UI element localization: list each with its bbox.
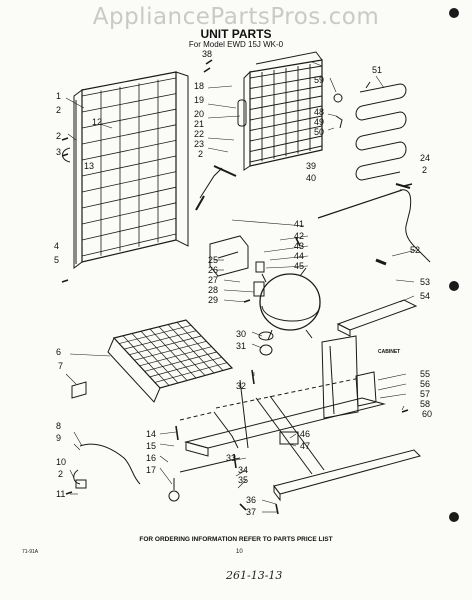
- cabinet-label: CABINET: [378, 349, 401, 355]
- callout-34: 34: [238, 465, 249, 475]
- callout-58: 58: [420, 399, 431, 409]
- drain-trough: [338, 300, 416, 336]
- callout-47: 47: [300, 441, 311, 451]
- callout-37: 37: [246, 507, 257, 517]
- callout-2: 2: [422, 165, 428, 175]
- callout-15: 15: [146, 441, 157, 451]
- callout-46: 46: [300, 429, 311, 439]
- callout-49: 49: [314, 117, 325, 127]
- callout-60: 60: [422, 409, 433, 419]
- callout-17: 17: [146, 465, 157, 475]
- callout-23: 23: [194, 139, 205, 149]
- callout-10: 10: [56, 457, 67, 467]
- callout-54: 54: [420, 291, 431, 301]
- callout-32: 32: [236, 381, 247, 391]
- callout-3: 3: [56, 147, 62, 157]
- wire-harness: [74, 444, 179, 501]
- callout-31: 31: [236, 341, 247, 351]
- callout-35: 35: [238, 475, 249, 485]
- callout-8: 8: [56, 421, 62, 431]
- callout-57: 57: [420, 389, 431, 399]
- callout-55: 55: [420, 369, 431, 379]
- callout-33: 33: [226, 453, 237, 463]
- callout-41: 41: [294, 219, 305, 229]
- callout-7: 7: [58, 361, 64, 371]
- callout-38: 38: [202, 49, 213, 59]
- callout-18: 18: [194, 81, 205, 91]
- diagram-title: UNIT PARTS: [200, 27, 272, 41]
- compressor: [254, 268, 320, 340]
- callout-53: 53: [420, 277, 431, 287]
- callout-44: 44: [294, 251, 305, 261]
- callout-25: 25: [208, 255, 219, 265]
- callout-4: 4: [54, 241, 60, 251]
- binder-hole-middle: [449, 281, 459, 291]
- ordering-note: FOR ORDERING INFORMATION REFER TO PARTS …: [139, 536, 333, 543]
- callout-22: 22: [194, 129, 205, 139]
- binder-hole-bottom: [449, 512, 459, 522]
- callout-14: 14: [146, 429, 157, 439]
- page-number: 10: [236, 549, 243, 555]
- callout-45: 45: [294, 261, 305, 271]
- callout-21: 21: [194, 119, 205, 129]
- condenser-coil: [63, 72, 189, 268]
- callout-26: 26: [208, 265, 219, 275]
- callout-13: 13: [84, 161, 95, 171]
- base-frame: [180, 378, 420, 500]
- callout-36: 36: [246, 495, 257, 505]
- refrigerant-lines: [318, 184, 430, 264]
- callout-51: 51: [372, 65, 383, 75]
- callout-19: 19: [194, 95, 205, 105]
- callout-56: 56: [420, 379, 431, 389]
- callout-28: 28: [208, 285, 219, 295]
- callout-2: 2: [56, 131, 62, 141]
- watermark: AppliancePartsPros.com: [92, 4, 380, 30]
- callout-50: 50: [314, 127, 325, 137]
- callout-11: 11: [56, 489, 66, 499]
- callout-29: 29: [208, 295, 219, 305]
- form-code: 71-91A: [22, 549, 39, 555]
- callout-12: 12: [92, 117, 103, 127]
- callout-20: 20: [194, 109, 205, 119]
- leader-lines: [66, 62, 416, 512]
- callout-16: 16: [146, 453, 157, 463]
- callout-48: 48: [314, 107, 325, 117]
- callout-40: 40: [306, 173, 317, 183]
- callout-6: 6: [56, 347, 62, 357]
- callout-39: 39: [306, 161, 317, 171]
- callout-9: 9: [56, 433, 62, 443]
- callout-1: 1: [56, 91, 62, 101]
- callout-42: 42: [294, 231, 305, 241]
- callout-2: 2: [58, 469, 64, 479]
- grommets: [259, 332, 273, 355]
- callout-43: 43: [294, 241, 305, 251]
- callout-59: 59: [314, 75, 325, 85]
- callout-2: 2: [56, 105, 62, 115]
- model-subtitle: For Model EWD 15J WK-0: [188, 40, 284, 49]
- callout-27: 27: [208, 275, 219, 285]
- lower-condenser: [72, 320, 232, 402]
- binder-hole-top: [449, 8, 459, 18]
- serpentine-coil: [334, 82, 406, 180]
- handwritten-note: 261-13-13: [226, 569, 283, 582]
- relay-bracket: [210, 236, 264, 276]
- evaporator-coil: [196, 52, 322, 210]
- callout-30: 30: [236, 329, 247, 339]
- callout-24: 24: [420, 153, 431, 163]
- callout-5: 5: [54, 255, 60, 265]
- callout-52: 52: [410, 245, 421, 255]
- callout-2: 2: [198, 149, 204, 159]
